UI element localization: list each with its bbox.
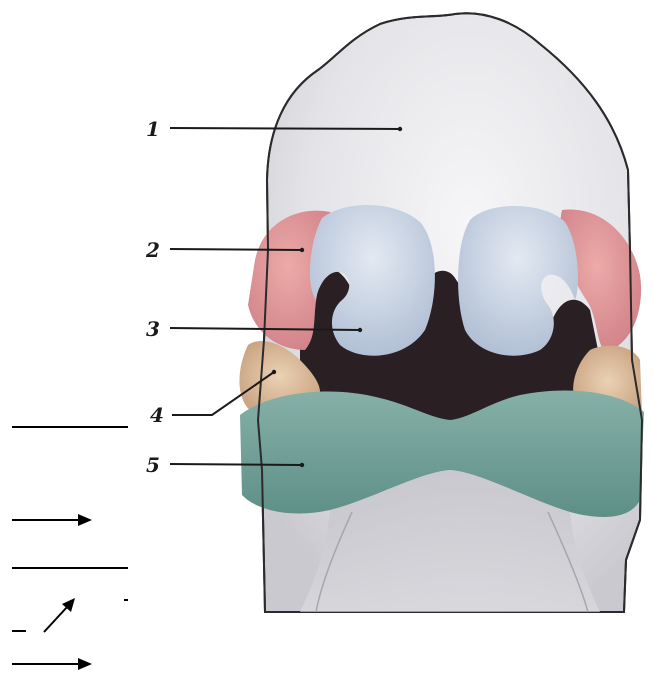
arrow-right-2-icon	[12, 658, 92, 670]
label-5: 5	[146, 453, 160, 477]
label-2: 2	[145, 238, 160, 262]
leader-2	[170, 249, 302, 250]
leader-1	[170, 128, 400, 129]
arrow-right-1-icon	[12, 514, 92, 526]
label-3: 3	[146, 317, 160, 341]
leader-5	[170, 464, 302, 465]
arrow-diagonal-icon	[44, 598, 75, 632]
label-1: 1	[146, 117, 160, 141]
label-4: 4	[150, 403, 164, 427]
